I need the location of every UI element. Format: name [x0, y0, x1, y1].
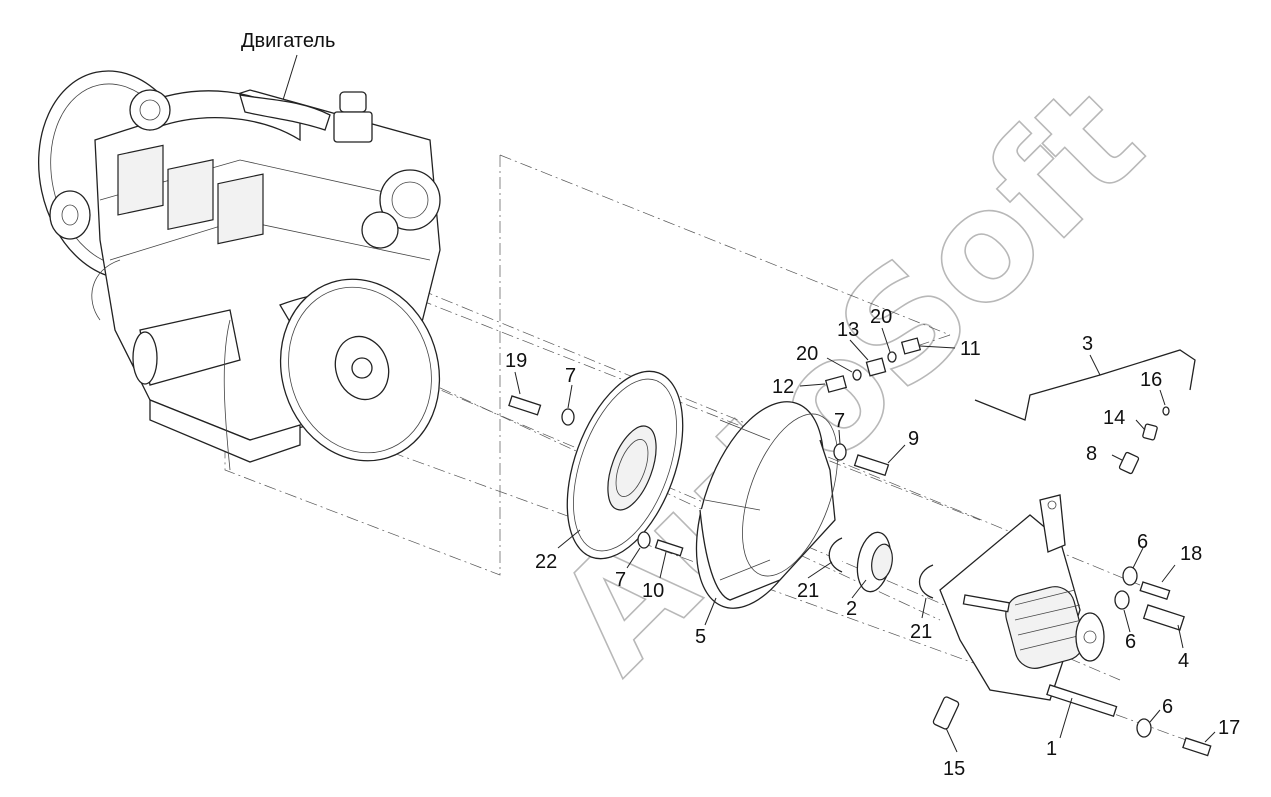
callout-7: 7 [615, 569, 626, 591]
callout-22: 22 [535, 551, 557, 573]
callout-20: 20 [870, 306, 892, 328]
engine-title: Двигатель [241, 30, 335, 52]
callout-6: 6 [1162, 696, 1173, 718]
callout-11: 11 [960, 338, 981, 360]
part-1-unit-assembly [939, 494, 1118, 717]
part-5-clutch-housing [695, 401, 838, 609]
callout-20: 20 [796, 343, 818, 365]
callout-21: 21 [797, 580, 819, 602]
callout-1: 1 [1046, 738, 1057, 760]
engine-title-leader [282, 54, 298, 101]
callout-18: 18 [1180, 543, 1202, 565]
callout-10: 10 [642, 580, 664, 602]
callout-7: 7 [565, 365, 576, 387]
callout-17: 17 [1218, 717, 1240, 739]
callout-9: 9 [908, 428, 919, 450]
callout-leaders [514, 327, 1216, 753]
engine-drawing [37, 70, 441, 471]
callout-16: 16 [1140, 369, 1162, 391]
callout-5: 5 [695, 626, 706, 648]
callout-7: 7 [834, 410, 845, 432]
part-22-clutch-plate [566, 370, 684, 560]
callout-19: 19 [505, 350, 527, 372]
callout-6: 6 [1137, 531, 1148, 553]
part-2-hub [856, 531, 893, 593]
fasteners [508, 337, 1212, 757]
part-21a-circlip [828, 537, 843, 573]
callout-4: 4 [1178, 650, 1189, 672]
callout-21: 21 [910, 621, 932, 643]
callout-13: 13 [837, 319, 859, 341]
callout-labels: 19 7 22 7 10 5 21 2 21 7 9 12 20 13 20 1… [505, 306, 1240, 780]
part-21b-circlip [918, 564, 934, 599]
callout-8: 8 [1086, 443, 1097, 465]
callout-2: 2 [846, 598, 857, 620]
callout-6: 6 [1125, 631, 1136, 653]
callout-12: 12 [772, 376, 794, 398]
callout-14: 14 [1103, 407, 1125, 429]
callout-3: 3 [1082, 333, 1093, 355]
callout-15: 15 [943, 758, 965, 780]
